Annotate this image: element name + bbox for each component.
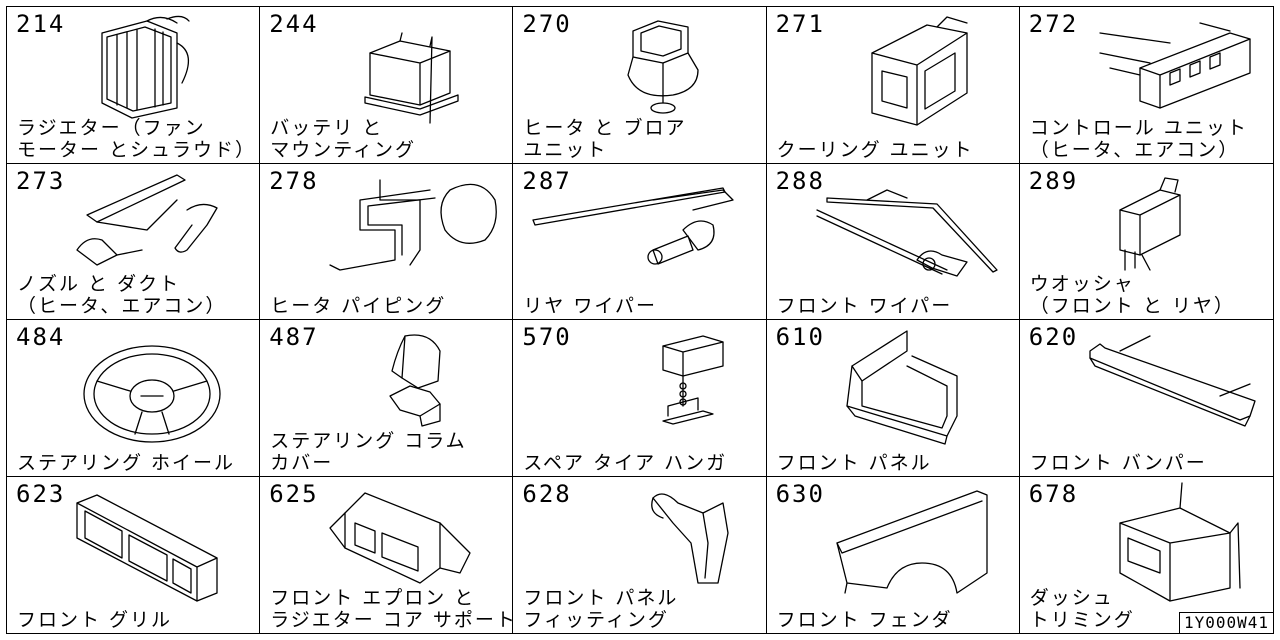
part-label: フロント ワイパー <box>776 295 953 317</box>
front-wiper-icon <box>815 170 998 277</box>
part-label: フロント エプロン とラジエター コア サポート <box>270 587 514 631</box>
dash-trimming-icon <box>1080 481 1250 602</box>
part-number: 272 <box>1028 10 1079 38</box>
part-number: 270 <box>522 10 572 38</box>
part-number: 484 <box>16 323 66 351</box>
part-cell-289[interactable]: 289 ウオッシャ（フロント と リヤ） <box>1019 163 1273 320</box>
part-label: フロント フェンダ <box>776 609 953 631</box>
part-cell-623[interactable]: 623 フロント グリル <box>7 476 261 633</box>
part-number: 289 <box>1028 166 1079 195</box>
nozzle-duct-icon <box>67 170 237 270</box>
part-cell-288[interactable]: 288 フロント ワイパー <box>766 163 1020 320</box>
steering-wheel-icon <box>67 326 237 443</box>
part-label: ノズル と ダクト（ヒータ、エアコン） <box>17 273 227 317</box>
part-label: バッテリ とマウンティング <box>270 116 417 161</box>
diagram-code: 1Y000W41 <box>1178 612 1274 634</box>
part-cell-244[interactable]: 244 バッテリ とマウンティング <box>260 7 514 164</box>
front-fender-icon <box>827 483 997 594</box>
washer-icon <box>1080 170 1250 271</box>
part-number: 570 <box>522 323 572 351</box>
apron-support-icon <box>320 483 490 584</box>
part-cell-628[interactable]: 628 フロント パネルフィッティング <box>513 476 767 633</box>
part-cell-630[interactable]: 630 フロント フェンダ <box>766 476 1020 633</box>
spare-tire-hanger-icon <box>573 326 743 426</box>
part-number: 678 <box>1028 479 1079 508</box>
part-label: ステアリング コラムカバー <box>270 429 467 474</box>
part-cell-484[interactable]: 484 ステアリング ホイール <box>7 320 261 477</box>
part-cell-273[interactable]: 273 ノズル と ダクト（ヒータ、エアコン） <box>7 163 261 320</box>
part-number: 625 <box>269 479 319 508</box>
part-number: 214 <box>16 10 66 38</box>
heater-blower-icon <box>573 13 743 114</box>
part-cell-610[interactable]: 610 フロント パネル <box>766 320 1020 477</box>
part-label: クーリング ユニット <box>776 138 974 161</box>
control-unit-icon <box>1080 13 1251 113</box>
part-number: 288 <box>775 166 825 195</box>
part-label: スペア タイア ハンガ <box>523 451 728 474</box>
part-cell-271[interactable]: 271 クーリング ユニット <box>766 7 1020 164</box>
part-label: ステアリング ホイール <box>17 451 236 474</box>
front-grille-icon <box>67 483 237 602</box>
part-label: ダッシュトリミング <box>1029 587 1135 631</box>
part-number: 244 <box>269 10 319 38</box>
part-cell-570[interactable]: 570 スペア タイア ハンガ <box>513 320 767 477</box>
rear-wiper-icon <box>532 170 743 270</box>
front-bumper-icon <box>1080 326 1256 427</box>
part-number: 287 <box>522 166 572 195</box>
column-cover-icon <box>320 326 490 427</box>
part-number: 271 <box>775 10 825 38</box>
part-number: 623 <box>16 479 66 508</box>
part-cell-620[interactable]: 620 フロント バンパー <box>1019 320 1273 477</box>
part-label: ヒータ と ブロアユニット <box>523 116 687 161</box>
part-label: リヤ ワイパー <box>523 295 658 317</box>
part-label: フロント グリル <box>17 609 173 631</box>
part-number: 610 <box>775 323 825 351</box>
part-number: 620 <box>1028 323 1079 351</box>
battery-icon <box>320 13 490 124</box>
heater-piping-icon <box>320 170 498 271</box>
part-label: フロント パネル <box>776 451 932 474</box>
part-cell-487[interactable]: 487 ステアリング コラムカバー <box>260 320 514 477</box>
part-number: 278 <box>269 166 319 195</box>
panel-fitting-icon <box>573 483 743 584</box>
part-cell-272[interactable]: 272 コントロール ユニット（ヒータ、エアコン） <box>1019 7 1273 164</box>
part-cell-678[interactable]: 678 ダッシュトリミング <box>1019 476 1273 633</box>
parts-index-grid: 214 ラジエター（ファンモーター とシュラウド） 244 バッテリ とマウンテ… <box>6 6 1274 634</box>
part-cell-278[interactable]: 278 ヒータ パイピング <box>260 163 514 320</box>
part-number: 630 <box>775 479 825 508</box>
part-label: ウオッシャ（フロント と リヤ） <box>1029 273 1235 317</box>
part-cell-625[interactable]: 625 フロント エプロン とラジエター コア サポート <box>260 476 514 633</box>
radiator-icon <box>67 13 237 119</box>
part-label: ラジエター（ファンモーター とシュラウド） <box>17 116 257 161</box>
part-label: フロント バンパー <box>1029 451 1207 474</box>
part-cell-270[interactable]: 270 ヒータ と ブロアユニット <box>513 7 767 164</box>
part-number: 273 <box>16 166 66 195</box>
part-label: コントロール ユニット（ヒータ、エアコン） <box>1029 116 1248 161</box>
part-cell-214[interactable]: 214 ラジエター（ファンモーター とシュラウド） <box>7 7 261 164</box>
cooling-unit-icon <box>827 13 997 126</box>
part-label: ヒータ パイピング <box>270 295 447 317</box>
part-number: 628 <box>522 479 572 508</box>
front-panel-icon <box>827 326 997 445</box>
part-number: 487 <box>269 323 319 351</box>
part-label: フロント パネルフィッティング <box>523 587 679 631</box>
part-cell-287[interactable]: 287 リヤ ワイパー <box>513 163 767 320</box>
